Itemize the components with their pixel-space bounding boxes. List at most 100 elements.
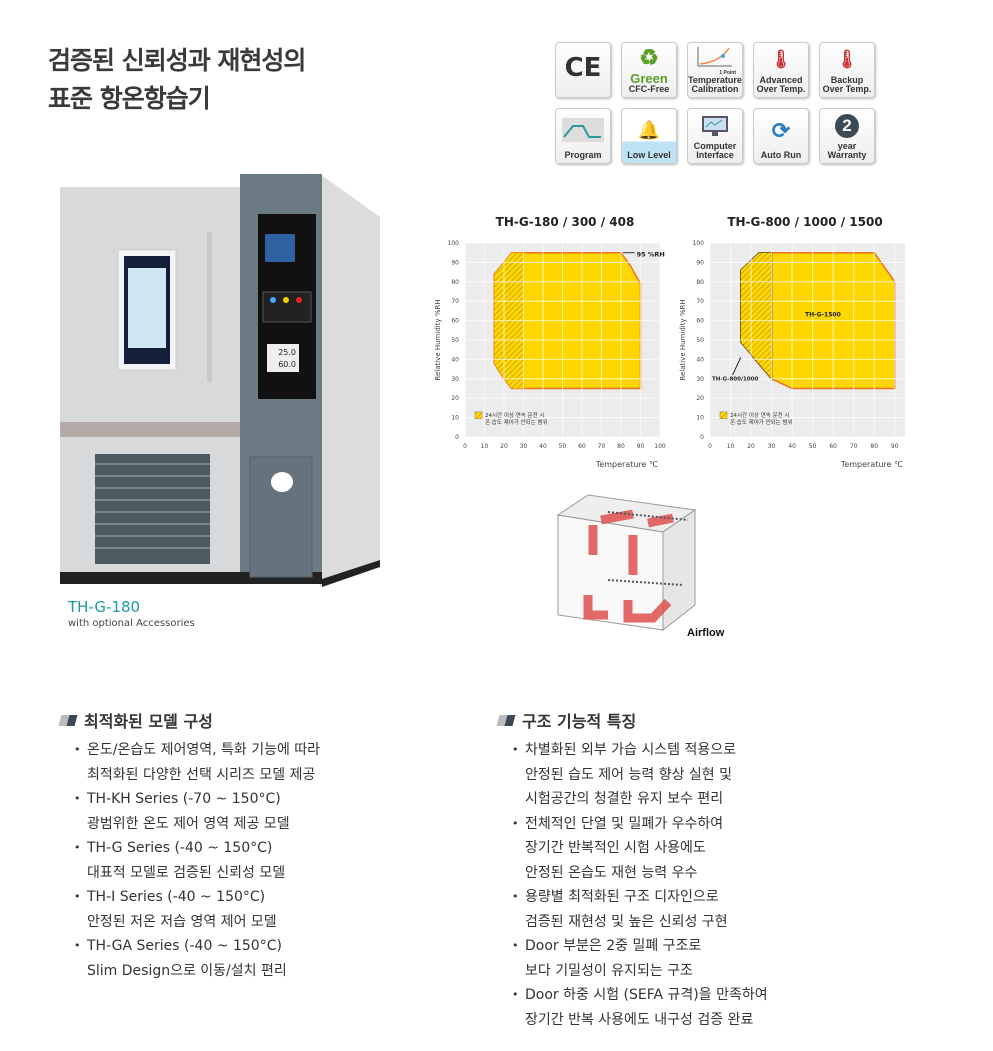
section-heading: 최적화된 모델 구성 xyxy=(58,708,320,732)
list-item: TH-I Series (-40 ~ 150°C)안정된 저온 저습 영역 제어… xyxy=(60,885,320,934)
page-title: 검증된 신뢰성과 재현성의 표준 항온항습기 xyxy=(48,42,306,118)
y-tick-label: 70 xyxy=(696,298,704,305)
alarm-icon: 🔔 xyxy=(637,119,661,140)
x-axis-label: Temperature ℃ xyxy=(595,460,658,469)
legend-text: 24시간 이상 연속 운전 시 xyxy=(730,411,790,419)
x-tick-label: 60 xyxy=(578,443,586,450)
product-model: TH-G-180 xyxy=(68,598,141,616)
program-icon: Program xyxy=(555,108,611,164)
x-tick-label: 70 xyxy=(598,443,606,450)
annotation-95rh: 95 %RH xyxy=(637,251,665,259)
icon-label: Calibration xyxy=(691,84,739,94)
recycle-icon: ♻ xyxy=(639,45,659,70)
monitor-icon xyxy=(700,109,730,142)
item-line: Door 부분은 2중 밀폐 구조로 xyxy=(525,938,702,954)
section-heading-text: 최적화된 모델 구성 xyxy=(84,712,213,731)
x-tick-label: 80 xyxy=(617,443,625,450)
airflow-label: Airflow xyxy=(687,627,725,639)
series-label-pointer xyxy=(732,357,742,376)
icon-label: Over Temp. xyxy=(822,84,872,94)
list-item: TH-KH Series (-70 ~ 150°C)광범위한 온도 제어 영역 … xyxy=(60,787,320,836)
x-tick-label: 40 xyxy=(788,443,796,450)
section-heading: 구조 기능적 특징 xyxy=(496,708,768,732)
item-line: 장기간 반복 사용에도 내구성 검증 완료 xyxy=(525,1011,754,1028)
item-line: 검증된 재현성 및 높은 신뢰성 구현 xyxy=(525,913,728,930)
y-tick-label: 30 xyxy=(451,376,459,383)
y-tick-label: 80 xyxy=(696,279,704,286)
y-tick-label: 10 xyxy=(451,415,459,422)
y-tick-label: 20 xyxy=(451,395,459,402)
section-heading-text: 구조 기능적 특징 xyxy=(522,712,637,731)
title-line-1: 검증된 신뢰성과 재현성의 xyxy=(48,46,306,75)
x-tick-label: 90 xyxy=(637,443,645,450)
x-tick-label: 80 xyxy=(870,443,878,450)
warranty-number: 2 xyxy=(835,113,859,138)
icon-label: Program xyxy=(564,150,602,160)
legend-text: 24시간 이상 연속 운전 시 xyxy=(485,411,545,419)
item-line: 용량별 최적화된 구조 디자인으로 xyxy=(525,889,719,905)
auto-run-icon: ⟳ Auto Run xyxy=(753,108,809,164)
water-drop-cycle-icon: ⟳ xyxy=(771,117,791,143)
section-marker-icon xyxy=(496,714,516,726)
item-line: TH-GA Series (-40 ~ 150°C) xyxy=(87,938,282,954)
y-tick-label: 90 xyxy=(451,259,459,266)
calibration-curve-icon xyxy=(695,43,735,71)
x-tick-label: 30 xyxy=(520,443,528,450)
y-tick-label: 80 xyxy=(451,279,459,286)
y-tick-label: 20 xyxy=(696,395,704,402)
list-item: TH-GA Series (-40 ~ 150°C) Slim Design으로 … xyxy=(60,934,320,983)
item-line: 온도/온습도 제어영역, 특화 기능에 따라 xyxy=(87,742,321,758)
series-label-1500: TH-G-1500 xyxy=(805,312,841,319)
title-line-2: 표준 항온항습기 xyxy=(48,84,211,113)
item-line: Slim Design으로 이동/설치 편리 xyxy=(87,962,287,979)
y-axis-label: Relative Humidity %RH xyxy=(434,299,442,380)
thermometer-icon: 🌡 xyxy=(835,49,859,69)
x-tick-label: 10 xyxy=(727,443,735,450)
y-tick-label: 90 xyxy=(696,259,704,266)
ce-glyph: CE xyxy=(564,53,602,83)
x-tick-label: 20 xyxy=(747,443,755,450)
section-marker-icon xyxy=(58,714,78,726)
y-tick-label: 50 xyxy=(451,337,459,344)
icon-label: CFC-Free xyxy=(628,84,670,94)
item-line: 대표적 모델로 검증된 신뢰성 모델 xyxy=(87,864,286,881)
y-tick-label: 40 xyxy=(696,356,704,363)
icon-label: Backup xyxy=(830,75,864,85)
y-tick-label: 100 xyxy=(693,240,705,247)
x-tick-label: 100 xyxy=(654,443,666,450)
legend-text: 온·습도 제어가 안되는 범위 xyxy=(730,418,793,426)
y-tick-label: 0 xyxy=(700,434,704,441)
icon-label: Auto Run xyxy=(760,150,802,160)
thermometer-icon: 🌡 xyxy=(769,49,793,69)
product-subtitle: with optional Accessories xyxy=(68,618,195,629)
y-tick-label: 60 xyxy=(696,318,704,325)
icon-sublabel: 1 Point xyxy=(719,70,736,76)
x-tick-label: 0 xyxy=(463,443,467,450)
x-axis-label: Temperature ℃ xyxy=(840,460,903,469)
chart-2-title: TH-G-800 / 1000 / 1500 xyxy=(727,215,883,229)
item-line: 최적화된 다양한 선택 시리즈 모델 제공 xyxy=(87,766,316,783)
x-tick-label: 20 xyxy=(500,443,508,450)
x-tick-label: 10 xyxy=(481,443,489,450)
y-tick-label: 40 xyxy=(451,356,459,363)
series-label-800-1000: TH-G-800/1000 xyxy=(712,377,758,383)
y-tick-label: 100 xyxy=(448,240,460,247)
display-humidity: 60.0 xyxy=(278,360,296,369)
chart-1-title: TH-G-180 / 300 / 408 xyxy=(495,215,635,229)
item-line: Door 하중 시험 (SEFA 규격)을 만족하여 xyxy=(525,987,768,1003)
